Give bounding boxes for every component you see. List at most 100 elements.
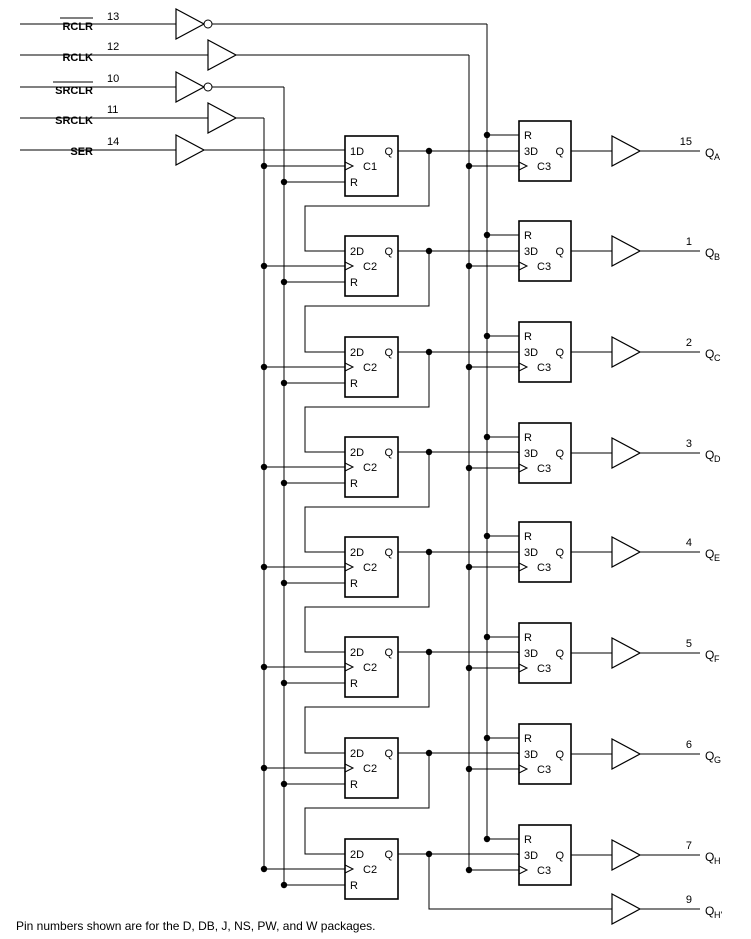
output-pin-6: 5 [686, 638, 692, 650]
junction-dot [483, 532, 491, 540]
shift-d-label: 2D [350, 447, 364, 459]
storage-r-label: R [524, 331, 532, 343]
output-pin-3: 2 [686, 337, 692, 349]
storage-c-label: C3 [537, 865, 551, 877]
output-buffer-qh-prime [611, 892, 642, 926]
junction-dot [465, 765, 473, 773]
junction-dot [425, 147, 433, 155]
storage-register-flip-flop [518, 723, 572, 785]
output-pin-5: 4 [686, 537, 692, 549]
shift-r-label: R [350, 478, 358, 490]
junction-dot [483, 734, 491, 742]
storage-c-label: C3 [537, 261, 551, 273]
storage-q-label: Q [555, 246, 564, 258]
junction-dot [425, 348, 433, 356]
shift-d-label: 2D [350, 849, 364, 861]
shift-r-label: R [350, 779, 358, 791]
junction-dot [260, 865, 268, 873]
input-pin-ser: 14 [107, 136, 119, 148]
footnote: Pin numbers shown are for the D, DB, J, … [16, 919, 376, 933]
ser-buffer [175, 133, 206, 167]
junction-dot [483, 433, 491, 441]
storage-c-label: C3 [537, 463, 551, 475]
output-buffer [611, 838, 642, 872]
junction-dot [280, 579, 288, 587]
junction-dot [483, 231, 491, 239]
storage-register-flip-flop [518, 521, 572, 583]
input-pin-rclk: 12 [107, 41, 119, 53]
junction-dot [260, 262, 268, 270]
output-pin-9: 9 [686, 894, 692, 906]
input-pin-srclr: 10 [107, 73, 119, 85]
output-buffer [611, 535, 642, 569]
gates [53, 7, 642, 926]
junction-dot [465, 363, 473, 371]
inverter-bubble [203, 19, 213, 29]
wire [304, 352, 430, 453]
input-label-srclk: SRCLK [55, 115, 93, 127]
junction-dot [425, 749, 433, 757]
storage-q-label: Q [555, 850, 564, 862]
shift-c-label: C2 [363, 763, 377, 775]
junction-dot [483, 332, 491, 340]
junction-dot [483, 835, 491, 843]
storage-d-label: 3D [524, 347, 538, 359]
shift-d-label: 1D [350, 146, 364, 158]
storage-d-label: 3D [524, 448, 538, 460]
clock-edge-marker [518, 764, 529, 774]
junction-dot [260, 363, 268, 371]
junction-dot [280, 780, 288, 788]
output-subscript: C [714, 353, 721, 363]
storage-q-label: Q [555, 347, 564, 359]
output-name: Q [705, 347, 714, 361]
storage-c-label: C3 [537, 764, 551, 776]
wire [304, 652, 430, 754]
shift-q-label: Q [384, 347, 393, 359]
wire [304, 452, 430, 553]
junction-dot [425, 247, 433, 255]
storage-r-label: R [524, 632, 532, 644]
output-name: Q [705, 547, 714, 561]
clock-edge-marker [518, 362, 529, 372]
output-buffer [611, 636, 642, 670]
junction-dot [465, 162, 473, 170]
storage-register-flip-flop [518, 120, 572, 182]
output-subscript: G [714, 755, 721, 765]
storage-register-flip-flop [518, 422, 572, 484]
junction-dot [425, 448, 433, 456]
inverter-bubble [203, 82, 213, 92]
storage-d-label: 3D [524, 648, 538, 660]
storage-d-label: 3D [524, 749, 538, 761]
junction-dot [465, 866, 473, 874]
output-subscript: H' [714, 910, 722, 920]
storage-c-label: C3 [537, 161, 551, 173]
output-buffer [611, 234, 642, 268]
shift-r-label: R [350, 880, 358, 892]
storage-c-label: C3 [537, 663, 551, 675]
output-name: Q [705, 749, 714, 763]
clock-edge-marker [344, 161, 355, 171]
junction-dot [483, 131, 491, 139]
output-subscript: H [714, 856, 721, 866]
output-name: Q [705, 146, 714, 160]
junction-dot [260, 463, 268, 471]
clock-edge-marker [518, 463, 529, 473]
output-pin-4: 3 [686, 438, 692, 450]
srclr-buffer [175, 70, 206, 104]
storage-q-label: Q [555, 448, 564, 460]
shift-d-label: 2D [350, 647, 364, 659]
output-subscript: B [714, 252, 720, 262]
clock-edge-marker [344, 261, 355, 271]
shift-q-label: Q [384, 647, 393, 659]
shift-r-label: R [350, 678, 358, 690]
shift-c-label: C2 [363, 864, 377, 876]
shift-c-label: C2 [363, 662, 377, 674]
storage-q-label: Q [555, 547, 564, 559]
wire [304, 552, 430, 653]
output-pin-7: 6 [686, 739, 692, 751]
output-pin-8: 7 [686, 840, 692, 852]
shift-r-label: R [350, 378, 358, 390]
output-subscript: E [714, 553, 720, 563]
junction-dot [465, 563, 473, 571]
